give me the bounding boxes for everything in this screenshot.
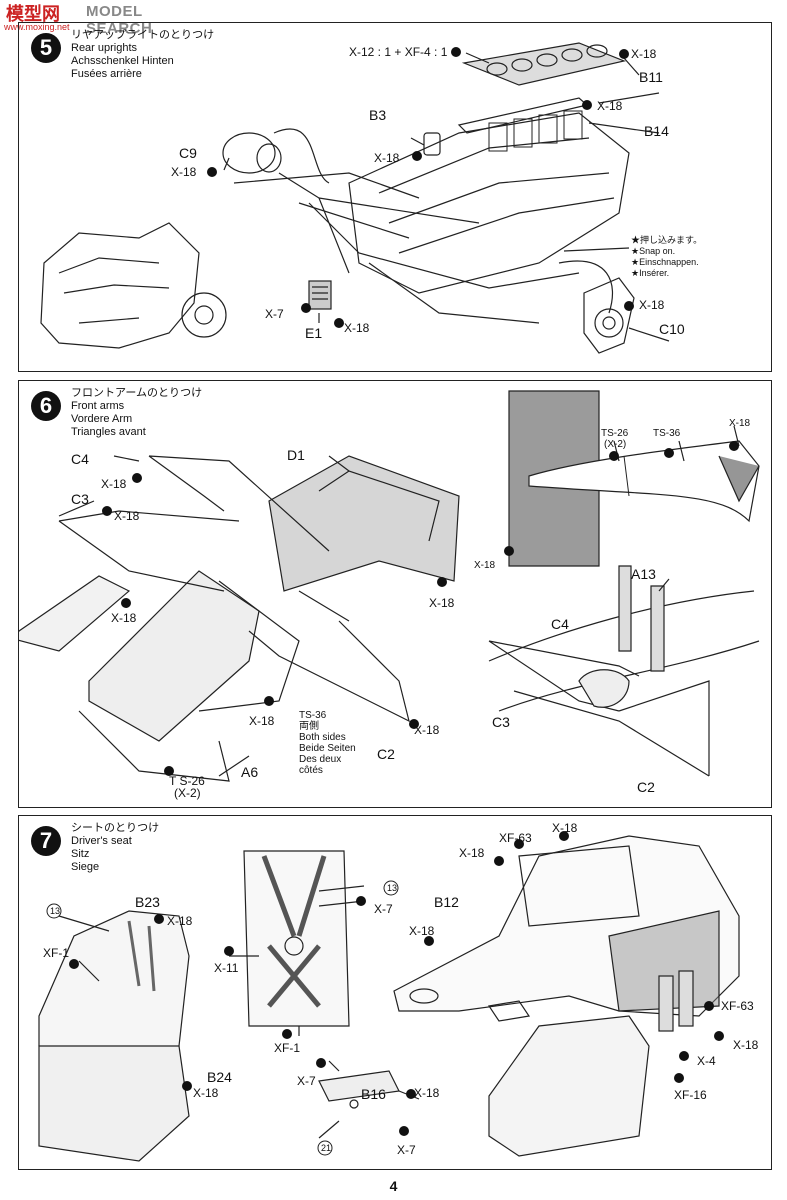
paint-label: X-18 [474,560,496,571]
watermark-brand: 模型网 [6,4,60,24]
part-label-b3: B3 [369,107,387,123]
both-sides-fr1: Des deux [299,754,342,765]
paint-label-xf63: XF-63 [721,999,754,1013]
both-sides-de: Beide Seiten [299,743,356,754]
paint-label-x7: X-7 [374,902,393,916]
title-en: Rear uprights [71,42,138,54]
step-titles: リヤアップライトのとりつけ Rear uprights Achsschenkel… [71,29,214,81]
title-en: Driver's seat [71,835,132,847]
part-label-b24: B24 [207,1069,232,1085]
title-jp: リヤアップライトのとりつけ [71,29,215,41]
paint-label: X-18 [344,321,370,335]
part-label-d1: D1 [287,447,305,463]
part-label-b23: B23 [135,894,160,910]
paint-label: X-18 [459,846,485,860]
both-sides-jp: 両側 [299,721,319,732]
paint-label: X-18 [409,924,435,938]
part-label-c9: C9 [179,145,197,161]
title-de: Sitz [71,848,90,860]
rear-uprights-illustration [40,42,670,354]
part-label-c3: C3 [71,491,89,507]
paint-label: X-18 [631,47,657,61]
paint-label-xf1: XF-1 [43,946,70,960]
part-label-c4: C4 [551,616,569,632]
step-7-panel: 7 シートのとりつけ Driver's seat Sitz Siege 13 B… [18,815,772,1170]
snap-note-de: ★Einschnappen. [631,257,699,267]
paint-label: X-18 [193,1086,219,1100]
ref-number-21: 21 [321,1143,332,1153]
paint-mix-label: X-12 : 1 + XF-4 : 1 [349,45,448,59]
paint-label-x11: X-11 [214,961,239,975]
watermark-site: MODEL SEARCH [86,3,153,37]
step-6-panel: 6 フロントアームのとりつけ Front arms Vordere Arm Tr… [18,380,772,808]
title-fr: Siege [71,861,100,873]
step-titles: シートのとりつけ Driver's seat Sitz Siege [71,822,159,874]
part-label-c3: C3 [492,714,510,730]
paint-label: X-18 [111,611,137,625]
step-titles: フロントアームのとりつけ Front arms Vordere Arm Tria… [71,387,202,439]
page-number: 4 [389,1178,398,1194]
part-label-e1: E1 [305,325,323,341]
paint-label-xf1: XF-1 [274,1041,301,1055]
title-jp: フロントアームのとりつけ [71,387,203,399]
part-label-b12: B12 [434,894,459,910]
part-label-c4: C4 [71,451,89,467]
paint-label-x7: X-7 [297,1074,316,1088]
paint-label-ts26: TS-26 [601,428,629,439]
paint-label-xf16: XF-16 [674,1088,707,1102]
paint-label: X-18 [374,151,400,165]
title-de: Achsschenkel Hinten [71,55,174,67]
paint-label-x2: (X-2) [604,439,627,450]
paint-label: X-7 [265,307,284,321]
both-sides-fr2: côtés [299,765,323,776]
snap-note-fr: ★Insérer. [631,268,670,278]
step-5-panel: 5 リヤアップライトのとりつけ Rear uprights Achsschenk… [18,22,772,372]
part-label-c10: C10 [659,321,685,337]
paint-label-ts26b: T S-26 [169,774,205,788]
paint-label: X-18 [429,596,455,610]
paint-label-ts36: TS-36 [299,710,327,721]
step-number: 5 [31,33,61,63]
paint-label-xf63: XF-63 [499,831,532,845]
ref-number-13: 13 [50,906,61,916]
paint-label: X-18 [597,99,623,113]
title-en: Front arms [71,400,125,412]
paint-label: X-18 [729,418,751,429]
watermark: 模型网 MODEL SEARCH www.moxing.net [0,0,180,37]
paint-label: X-18 [414,723,440,737]
paint-label: X-18 [552,821,578,835]
snap-note-jp: ★押し込みます。 [631,235,703,245]
drivers-seat-illustration [38,831,740,1162]
paint-label-x4: X-4 [697,1054,716,1068]
ref-number-13: 13 [387,883,398,893]
paint-label: X-18 [167,914,193,928]
title-jp: シートのとりつけ [71,822,160,834]
part-label-a13: A13 [631,566,656,582]
watermark-url: www.moxing.net [4,22,70,32]
part-label-b14: B14 [644,123,669,139]
paint-label-ts36: TS-36 [653,428,681,439]
title-fr: Triangles avant [71,426,146,438]
paint-label: X-18 [171,165,197,179]
title-fr: Fusées arrière [71,68,142,80]
step-number: 6 [31,391,61,421]
title-de: Vordere Arm [71,413,133,425]
part-label-c2: C2 [377,746,395,762]
paint-label: X-18 [639,298,665,312]
paint-label: X-18 [414,1086,440,1100]
both-sides-en: Both sides [299,732,346,743]
paint-label-x7: X-7 [397,1143,416,1157]
paint-label-x2b: (X-2) [174,786,201,800]
part-label-c2: C2 [637,779,655,795]
paint-label: X-18 [114,509,140,523]
part-label-b16: B16 [361,1086,386,1102]
step-number: 7 [31,826,61,856]
paint-label: X-18 [249,714,275,728]
paint-label: X-18 [101,477,127,491]
front-arms-illustration [19,390,760,782]
snap-note-en: ★Snap on. [631,246,676,256]
paint-label: X-18 [733,1038,759,1052]
part-label-b11: B11 [639,69,663,85]
part-label-a6: A6 [241,764,259,780]
